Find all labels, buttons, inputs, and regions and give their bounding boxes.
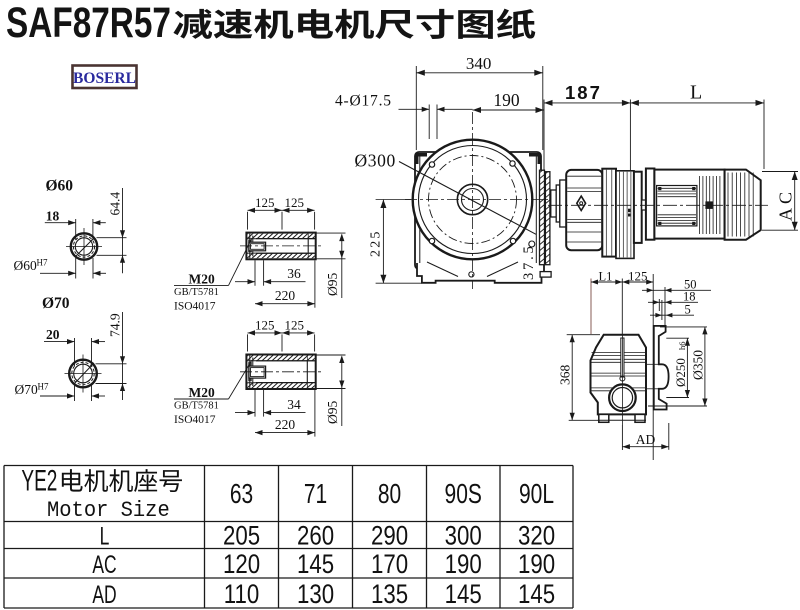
svg-text:L: L xyxy=(100,521,110,550)
svg-text:90S: 90S xyxy=(445,479,482,510)
svg-text:205: 205 xyxy=(223,522,260,551)
svg-text:Ø70: Ø70 xyxy=(15,382,38,397)
svg-text:145: 145 xyxy=(297,550,334,579)
svg-text:SAF87R57: SAF87R57 xyxy=(6,0,171,47)
svg-text:63: 63 xyxy=(230,479,253,510)
svg-text:125: 125 xyxy=(628,269,648,284)
svg-text:GB/T5781: GB/T5781 xyxy=(174,287,219,298)
svg-text:5: 5 xyxy=(685,303,691,317)
svg-text:300: 300 xyxy=(445,522,482,551)
svg-text:34: 34 xyxy=(287,397,301,412)
svg-text:74.9: 74.9 xyxy=(108,313,123,337)
svg-text:80: 80 xyxy=(378,479,401,510)
svg-text:190: 190 xyxy=(445,550,482,579)
svg-text:AC: AC xyxy=(92,550,116,579)
svg-text:290: 290 xyxy=(371,522,408,551)
svg-text:64.4: 64.4 xyxy=(108,192,123,216)
svg-text:187: 187 xyxy=(565,82,602,103)
svg-text:225: 225 xyxy=(369,229,384,257)
svg-text:220: 220 xyxy=(275,288,296,303)
svg-text:Ø60: Ø60 xyxy=(14,258,37,273)
svg-text:GB/T5781: GB/T5781 xyxy=(174,401,219,412)
svg-text:M20: M20 xyxy=(189,272,215,287)
svg-text:18: 18 xyxy=(46,209,60,224)
svg-text:125: 125 xyxy=(285,195,305,210)
svg-text:Ø70: Ø70 xyxy=(42,295,70,312)
svg-text:120: 120 xyxy=(223,550,260,579)
svg-text:AD: AD xyxy=(92,580,116,609)
svg-text:H7: H7 xyxy=(38,382,49,392)
svg-text:37.5: 37.5 xyxy=(521,243,537,280)
svg-text:110: 110 xyxy=(224,580,259,609)
svg-text:H7: H7 xyxy=(37,258,48,268)
svg-text:125: 125 xyxy=(255,317,275,332)
svg-text:ISO4017: ISO4017 xyxy=(174,414,216,426)
svg-text:Ø350: Ø350 xyxy=(691,350,706,380)
svg-text:Ø95: Ø95 xyxy=(325,401,340,424)
svg-text:190: 190 xyxy=(493,90,520,110)
svg-text:368: 368 xyxy=(558,365,573,386)
svg-text:M20: M20 xyxy=(189,385,215,400)
svg-text:BOSERL: BOSERL xyxy=(73,70,136,87)
svg-text:130: 130 xyxy=(297,580,334,609)
svg-text:20: 20 xyxy=(46,327,60,342)
svg-text:Ø60: Ø60 xyxy=(46,178,74,195)
svg-text:4-Ø17.5: 4-Ø17.5 xyxy=(335,93,392,110)
svg-text:145: 145 xyxy=(445,580,482,609)
svg-text:320: 320 xyxy=(518,522,555,551)
svg-text:AC: AC xyxy=(776,188,796,221)
svg-text:ISO4017: ISO4017 xyxy=(174,301,216,313)
svg-text:145: 145 xyxy=(518,580,555,609)
svg-text:AD: AD xyxy=(636,432,656,447)
svg-text:340: 340 xyxy=(466,54,492,73)
svg-text:36: 36 xyxy=(287,266,301,281)
svg-text:L: L xyxy=(690,82,702,104)
svg-text:L1: L1 xyxy=(599,270,613,284)
svg-text:Ø300: Ø300 xyxy=(355,151,396,171)
svg-text:Ø95: Ø95 xyxy=(325,273,340,296)
svg-text:18: 18 xyxy=(683,290,696,304)
svg-text:h6: h6 xyxy=(677,342,687,351)
svg-text:YE2: YE2 xyxy=(21,464,57,497)
svg-text:170: 170 xyxy=(371,550,408,579)
svg-text:Motor Size: Motor Size xyxy=(47,498,170,523)
svg-text:135: 135 xyxy=(371,580,408,609)
svg-text:190: 190 xyxy=(518,550,555,579)
svg-text:71: 71 xyxy=(304,479,327,510)
svg-text:260: 260 xyxy=(297,522,334,551)
svg-text:50: 50 xyxy=(684,278,697,292)
svg-text:125: 125 xyxy=(285,317,305,332)
svg-text:125: 125 xyxy=(255,195,275,210)
svg-text:Ø250: Ø250 xyxy=(673,358,688,387)
svg-text:220: 220 xyxy=(275,417,296,432)
svg-text:90L: 90L xyxy=(519,479,554,510)
